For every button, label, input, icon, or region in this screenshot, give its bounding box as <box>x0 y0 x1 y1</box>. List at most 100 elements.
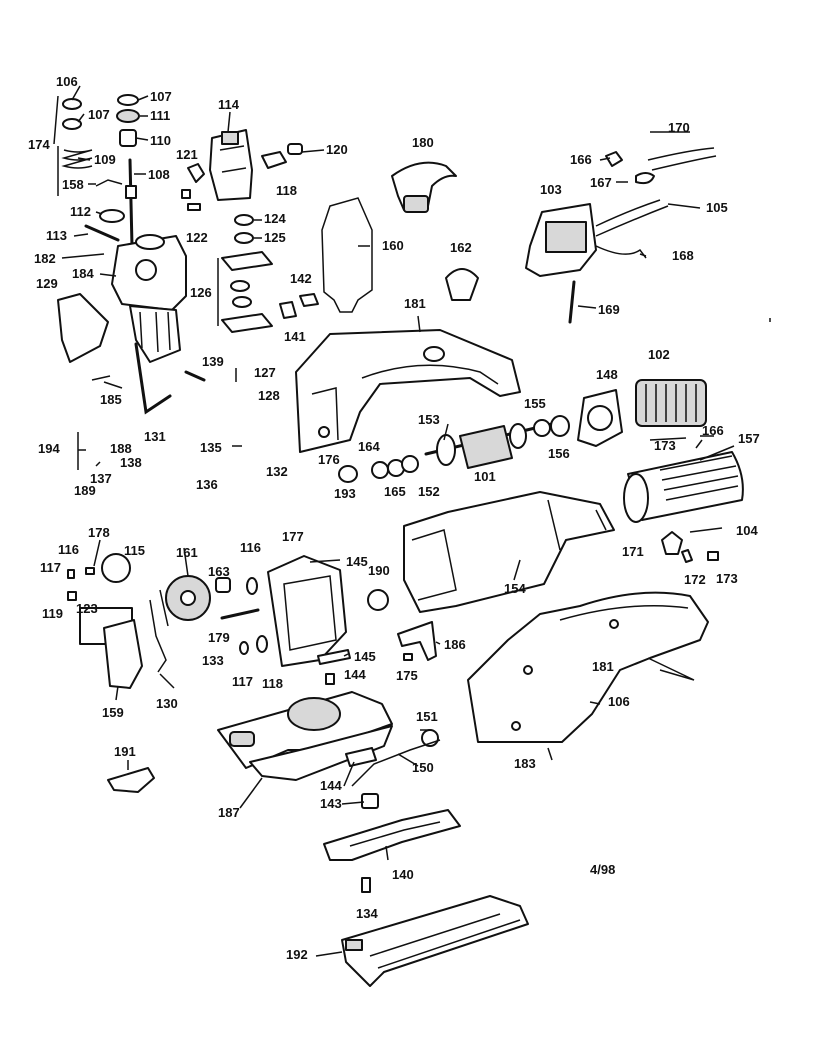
part-label: 106 <box>56 74 78 89</box>
part-label: 134 <box>356 906 378 921</box>
part-label: 135 <box>200 440 222 455</box>
part-label: 105 <box>706 200 728 215</box>
part-label: 124 <box>264 211 286 226</box>
date-code: 4/98 <box>590 862 616 877</box>
part-label: 143 <box>320 796 342 811</box>
part-label: 166 <box>570 152 592 167</box>
gear-115 <box>101 553 131 583</box>
part-label: 136 <box>196 477 218 492</box>
part-label: 169 <box>598 302 620 317</box>
part-118-top <box>261 151 287 169</box>
part-label: 102 <box>648 347 670 362</box>
part-label: 190 <box>368 563 390 578</box>
part-label: 113 <box>46 228 67 243</box>
part-label: 107 <box>88 107 110 122</box>
part-label: 155 <box>524 396 546 411</box>
part-label: 145 <box>354 649 376 664</box>
part-label: 170 <box>668 120 690 135</box>
part-label: 183 <box>514 756 536 771</box>
part-label: 141 <box>284 329 306 344</box>
part-label: 110 <box>150 133 171 148</box>
part-label: 103 <box>540 182 562 197</box>
part-label: 168 <box>672 248 694 263</box>
motor-cap-157 <box>623 451 744 523</box>
gear-housing-184 <box>111 234 187 363</box>
part-label: 189 <box>74 483 96 498</box>
part-121 <box>187 163 205 183</box>
part-label: 115 <box>124 543 145 558</box>
part-label: 194 <box>38 441 60 456</box>
base-187 <box>217 691 393 781</box>
part-label: 108 <box>148 167 170 182</box>
part-label: 118 <box>276 183 297 198</box>
motor-housing-154 <box>403 491 615 613</box>
part-label: 104 <box>736 523 758 538</box>
part-label: 126 <box>190 285 212 300</box>
part-label: 187 <box>218 805 240 820</box>
part-label: 133 <box>202 653 224 668</box>
part-label: 191 <box>114 744 136 759</box>
part-label: 144 <box>344 667 366 682</box>
part-label: 158 <box>62 177 84 192</box>
part-label: 111 <box>150 108 171 123</box>
shoe-192 <box>341 895 529 987</box>
part-label: 109 <box>94 152 116 167</box>
part-label: 117 <box>232 674 253 689</box>
part-label: 163 <box>208 564 230 579</box>
part-label: 161 <box>176 545 198 560</box>
part-label: 167 <box>590 175 612 190</box>
part-label: 119 <box>42 606 63 621</box>
part-label: 184 <box>72 266 94 281</box>
part-label: 185 <box>100 392 122 407</box>
part-label: 144 <box>320 778 342 793</box>
part-label: 121 <box>176 147 198 162</box>
gear-case-177 <box>267 555 347 667</box>
part-label: 140 <box>392 867 414 882</box>
part-label: 114 <box>218 97 239 112</box>
part-label: 180 <box>412 135 434 150</box>
part-label: 132 <box>266 464 288 479</box>
part-label: 166 <box>702 423 724 438</box>
part-label: 193 <box>334 486 356 501</box>
rod-150 <box>351 739 441 787</box>
part-label: 107 <box>150 89 172 104</box>
part-label: 152 <box>418 484 440 499</box>
part-label: 188 <box>110 441 132 456</box>
part-label: 106 <box>608 694 630 709</box>
gasket-160 <box>321 197 373 313</box>
guide-114 <box>209 129 253 201</box>
part-label: 123 <box>76 601 98 616</box>
part-label: 116 <box>240 540 261 555</box>
part-label: 159 <box>102 705 124 720</box>
part-label: 150 <box>412 760 434 775</box>
part-label: 182 <box>34 251 56 266</box>
housing-right-half <box>467 591 709 743</box>
part-label: 130 <box>156 696 178 711</box>
part-label: 131 <box>144 429 166 444</box>
part-label: 157 <box>738 431 760 446</box>
part-label: 112 <box>70 204 91 219</box>
part-label: 192 <box>286 947 308 962</box>
part-label: 120 <box>326 142 348 157</box>
part-label: 154 <box>504 581 526 596</box>
part-label: 186 <box>444 637 466 652</box>
part-label: 175 <box>396 668 418 683</box>
part-label: 153 <box>418 412 440 427</box>
part-label: 122 <box>186 230 208 245</box>
part-label: 129 <box>36 276 58 291</box>
part-label: 174 <box>28 137 50 152</box>
part-label: 165 <box>384 484 406 499</box>
part-label: 160 <box>382 238 404 253</box>
part-label: 151 <box>416 709 438 724</box>
switch-103 <box>525 199 669 324</box>
part-label: 148 <box>596 367 618 382</box>
part-label: 128 <box>258 388 280 403</box>
part-label: 142 <box>290 271 312 286</box>
part-label: 181 <box>592 659 614 674</box>
cord-170 <box>647 147 717 171</box>
part-label: 171 <box>622 544 644 559</box>
spring-130 <box>149 589 169 673</box>
part-162 <box>445 268 479 301</box>
